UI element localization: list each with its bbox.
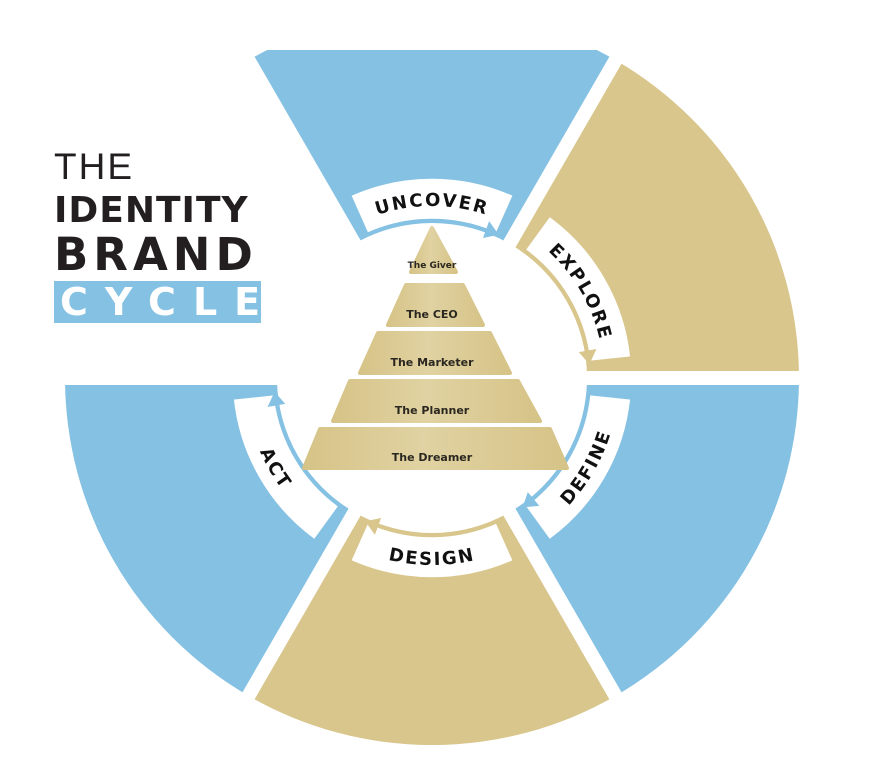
pyramid-tier-shape <box>358 331 512 375</box>
arrowhead-icon <box>578 349 597 365</box>
pyramid-tier-label: The Planner <box>395 404 470 417</box>
pyramid-tier-shape <box>386 283 485 327</box>
arrowhead-icon <box>482 221 499 238</box>
arrowhead-icon <box>365 518 382 535</box>
title-the: THE <box>54 146 134 187</box>
sector-gap <box>495 495 629 711</box>
arrow-line <box>367 218 492 235</box>
title-brand: BRAND <box>54 228 258 281</box>
arrow-line <box>524 249 590 357</box>
pyramid-tier-label: The CEO <box>406 308 458 321</box>
arrowhead-icon <box>522 492 540 508</box>
sector-gap <box>235 495 369 711</box>
pyramid-tier-label: The Giver <box>408 261 457 271</box>
arrow-line <box>372 521 497 538</box>
pyramid-tier: The Giver <box>408 226 458 274</box>
stage-act: ACT <box>232 391 341 541</box>
arrowhead-icon <box>267 391 286 407</box>
pyramid-tier-shape <box>331 379 542 423</box>
pyramid-tier: The Planner <box>331 379 542 423</box>
pyramid-tier: The Marketer <box>358 331 512 375</box>
pyramid-tier-shape <box>302 427 569 470</box>
stage-design: DESIGN <box>349 518 515 579</box>
sector-uncover <box>248 10 616 244</box>
pyramid-tier: The Dreamer <box>302 427 569 470</box>
pyramid-tier-shape <box>409 226 458 274</box>
pyramid-tier-label: The Marketer <box>390 356 474 369</box>
sector-gap <box>235 45 369 261</box>
title-cycle: CYCLE <box>54 281 261 323</box>
top-crop <box>0 0 887 50</box>
pyramid-tier: The CEO <box>386 283 485 327</box>
arrow-line <box>274 399 340 507</box>
sector-design <box>248 512 616 745</box>
title-identity: IDENTITY <box>54 190 249 231</box>
pyramid-tier-label: The Dreamer <box>392 451 473 464</box>
stage-uncover: UNCOVER <box>349 177 515 238</box>
arrow-line <box>528 394 591 504</box>
sector-gap <box>495 45 629 261</box>
